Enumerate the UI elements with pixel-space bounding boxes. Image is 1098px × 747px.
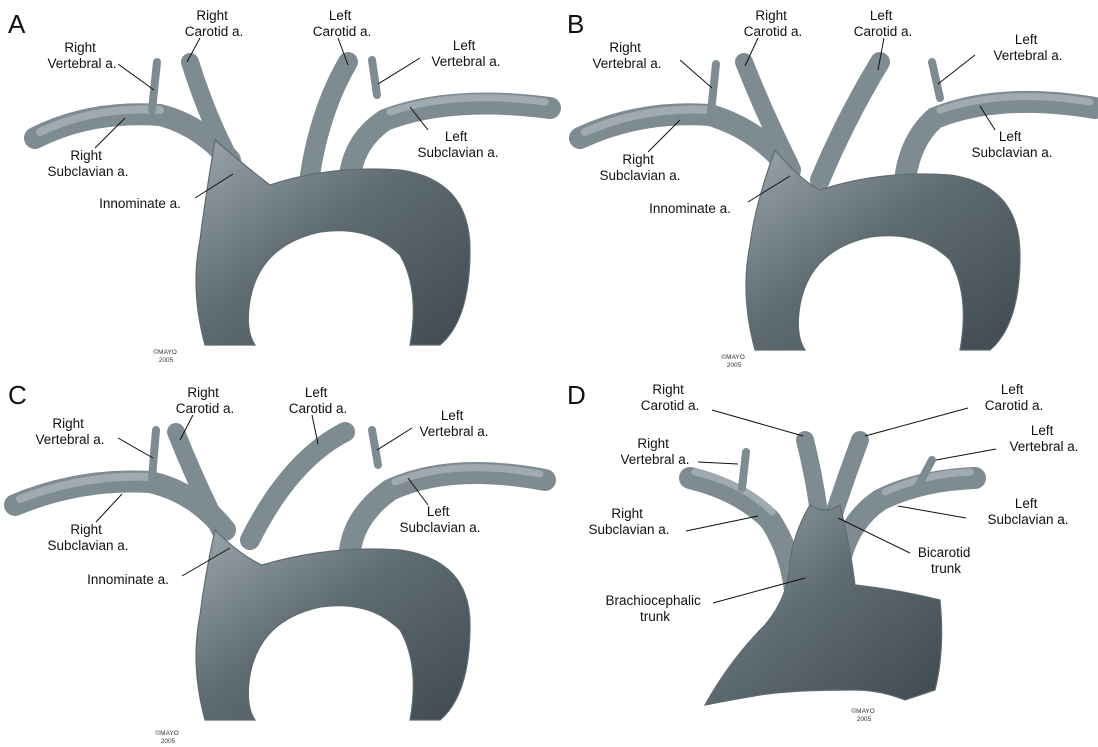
panel-d-left-vertebral-label: Left Vertebral a. (1009, 423, 1078, 454)
panel-c-left-carotid-label: Left Carotid a. (289, 385, 348, 416)
panel-c-right-subclavian-leader (96, 494, 122, 522)
panel-b-innominate-label: Innominate a. (649, 201, 731, 216)
panel-a-copyright: ©MAYO 2005 (153, 348, 178, 364)
panel-b-left-carotid-label: Left Carotid a. (854, 8, 913, 39)
panel-a-aortic-arch-shape (196, 140, 470, 345)
panel-d-left-subclavian-label: Left Subclavian a. (987, 496, 1068, 527)
panel-c-left-vertebral-label: Left Vertebral a. (419, 408, 488, 439)
panel-c-left-subclavian-label: Left Subclavian a. (399, 504, 480, 535)
panel-b-right-vertebral-label: Right Vertebral a. (592, 40, 661, 71)
panel-a-right-vertebral-label: Right Vertebral a. (47, 40, 116, 71)
panel-c: C Right Vertebral a. Right Carotid a. Le… (8, 380, 545, 745)
panel-d-left-carotid-label: Left Carotid a. (985, 382, 1044, 413)
panel-d-right-carotid-leader (712, 410, 803, 436)
panel-c-left-vertebral-leader (377, 428, 412, 450)
panel-a-letter: A (8, 9, 26, 39)
panel-d-left-carotid-leader (865, 408, 968, 436)
panel-d-aortic-arch-shape (705, 505, 942, 705)
panel-a: A Right Vertebral a. Right Carotid a. Le… (8, 8, 550, 364)
panel-d-bicarotid-label: Bicarotid trunk (918, 545, 974, 576)
panel-d-left-vertebral-leader (936, 449, 996, 460)
panel-d-letter: D (567, 380, 586, 410)
panel-b-left-vertebral-label: Left Vertebral a. (993, 32, 1062, 63)
panel-b-copyright: ©MAYO 2005 (721, 353, 746, 369)
panel-a-right-vertebral-leader (118, 64, 154, 90)
panel-b-aortic-arch-shape (746, 150, 1020, 350)
panel-c-right-vertebral-leader (118, 438, 153, 458)
panel-b-right-carotid-label: Right Carotid a. (744, 8, 803, 39)
panel-a-left-vertebral-label: Left Vertebral a. (431, 38, 500, 69)
panel-d-left-subclavian-leader (898, 506, 966, 518)
panel-a-left-subclavian-label: Left Subclavian a. (417, 129, 498, 160)
panel-d-copyright: ©MAYO 2005 (851, 707, 876, 723)
panel-c-right-vertebral-label: Right Vertebral a. (35, 416, 104, 447)
panel-b-right-vertebral-leader (680, 60, 712, 88)
panel-c-right-subclavian-label: Right Subclavian a. (47, 522, 128, 553)
panel-d-right-vertebral-label: Right Vertebral a. (620, 436, 689, 467)
panel-d-right-carotid-label: Right Carotid a. (641, 382, 700, 413)
panel-a-right-carotid-label: Right Carotid a. (185, 8, 244, 39)
panel-c-copyright: ©MAYO 2005 (155, 729, 180, 745)
panel-b-letter: B (567, 9, 584, 39)
panel-d: D Right Carotid a. Left Carotid a. Right… (567, 380, 1079, 723)
panel-b: B Right Vertebral a. Right Carotid a. Le… (567, 8, 1095, 369)
panel-d-brachiocephalic-label: Brachiocephalic trunk (605, 593, 704, 624)
panel-c-aortic-arch-shape (196, 530, 470, 720)
panel-a-left-vertebral-leader (378, 58, 420, 84)
panel-a-innominate-label: Innominate a. (99, 196, 181, 211)
panel-c-right-carotid-label: Right Carotid a. (176, 385, 235, 416)
panel-d-right-vertebral-leader (698, 462, 738, 464)
panel-a-left-carotid-label: Left Carotid a. (313, 8, 372, 39)
panel-d-right-subclavian-label: Right Subclavian a. (588, 506, 669, 537)
panel-b-left-vertebral-leader (938, 55, 975, 84)
panel-c-innominate-label: Innominate a. (87, 572, 169, 587)
panel-b-right-subclavian-label: Right Subclavian a. (599, 152, 680, 183)
panel-d-right-subclavian-leader (686, 516, 758, 531)
panel-c-letter: C (8, 380, 27, 410)
panel-a-right-subclavian-label: Right Subclavian a. (47, 148, 128, 179)
panel-b-left-subclavian-label: Left Subclavian a. (971, 129, 1052, 160)
